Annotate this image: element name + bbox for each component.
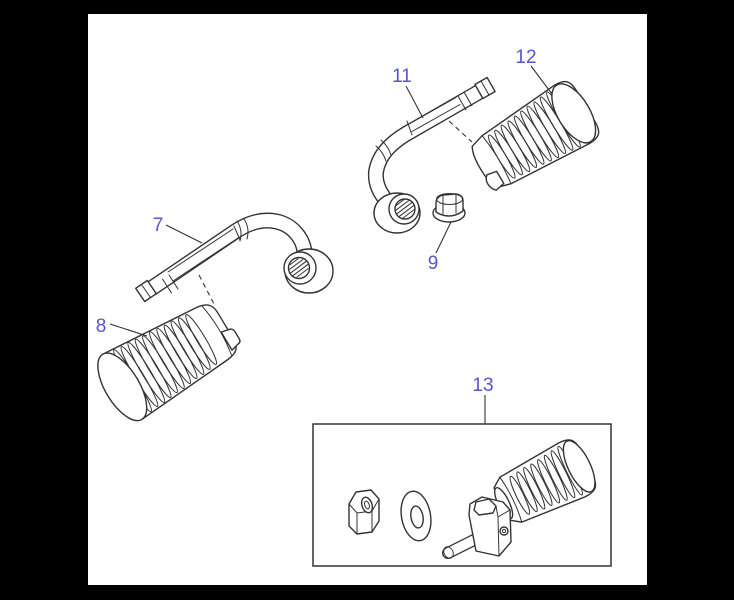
part-8-end-cap: [97, 352, 148, 422]
callout-labels: 7 8 9 11 12 13: [96, 47, 537, 396]
leader-12: [530, 65, 553, 95]
kit-hex-nut: [348, 489, 380, 535]
part-7-footrest-mount-arm: [134, 212, 334, 303]
part-7-spline-hatch: [289, 258, 309, 278]
part-11-eye-boss: [373, 192, 421, 234]
callout-13[interactable]: 13: [472, 375, 493, 396]
kit-rubber: [493, 439, 597, 523]
kit-washer: [400, 490, 432, 542]
part-7-bolt-end: [134, 279, 158, 303]
kit-pin: [442, 532, 484, 559]
part-11-shaft-detail: [375, 91, 473, 162]
part-8-footrest-rubber: [97, 304, 241, 422]
leader-7: [165, 224, 203, 244]
part-11-footrest-mount-arm: [367, 76, 496, 234]
part-13-kit-box: [312, 423, 612, 567]
leader-8: [109, 323, 148, 337]
callout-11[interactable]: 11: [392, 66, 412, 87]
part-7-shaft-detail: [162, 218, 249, 294]
part-12-end-cap: [551, 83, 597, 144]
callout-7[interactable]: 7: [153, 215, 164, 236]
part-8-ribs: [113, 314, 218, 413]
part-9-hex-flange-nut: [432, 193, 466, 223]
part-7-eye-boss: [283, 248, 334, 294]
part-8-collar-line: [201, 305, 233, 356]
callout-8[interactable]: 8: [96, 316, 107, 337]
part-12-collar-line: [481, 135, 512, 185]
leader-9: [435, 221, 452, 254]
callout-12[interactable]: 12: [515, 47, 536, 68]
kit-clevis-bracket: [468, 496, 512, 557]
assembly-dash-7-8: [198, 274, 215, 305]
leader-11: [405, 85, 424, 119]
part-11-spline-hatch: [395, 199, 415, 219]
kit-footrest-assembly: [442, 439, 597, 559]
part-11-bolt-end: [474, 76, 496, 100]
part-8-mount-tab: [220, 328, 241, 351]
callout-9[interactable]: 9: [428, 253, 439, 274]
part-12-footrest-rubber: [471, 80, 600, 191]
callout-leaders: [109, 65, 553, 424]
part-12-mount-tab: [485, 170, 505, 191]
